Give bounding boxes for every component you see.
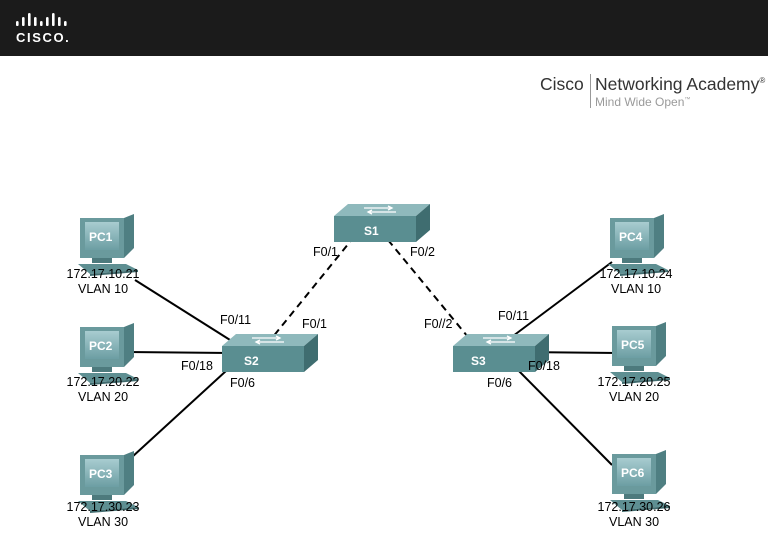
- port-s3-pc5: F0/18: [528, 359, 560, 373]
- pc4: PC4: [608, 214, 668, 276]
- pc4-vlan: VLAN 10: [611, 282, 661, 296]
- port-s2-pc1: F0/11: [220, 313, 251, 327]
- port-s2-pc2: F0/18: [181, 359, 213, 373]
- pc6-vlan: VLAN 30: [609, 515, 659, 529]
- pc1-vlan: VLAN 10: [78, 282, 128, 296]
- cisco-bridge-logo-icon: [16, 13, 67, 26]
- port-s2-uplink: F0/1: [302, 317, 327, 331]
- pc5: PC5: [610, 322, 670, 384]
- pc2-label: PC2: [89, 339, 113, 353]
- pc2-ip: 172.17.20.22: [67, 375, 140, 389]
- pc3-ip: 172.17.30.23: [67, 500, 140, 514]
- port-s1-left: F0/1: [313, 245, 338, 259]
- academy-registered-mark: ®: [759, 76, 766, 86]
- pc5-vlan: VLAN 20: [609, 390, 659, 404]
- academy-tagline-text: Mind Wide Open: [595, 95, 685, 109]
- pc3-label: PC3: [89, 467, 113, 481]
- pc5-label: PC5: [621, 338, 645, 352]
- port-s2-pc3: F0/6: [230, 376, 255, 390]
- link-s2-pc2: [124, 351, 231, 354]
- pc2: PC2: [78, 323, 138, 385]
- academy-brand: Cisco: [540, 74, 584, 94]
- pc2-vlan: VLAN 20: [78, 390, 128, 404]
- academy-tagline: Mind Wide Open™: [595, 95, 690, 109]
- switch-s2-label: S2: [244, 354, 259, 368]
- switch-s3: S3: [453, 334, 549, 373]
- pc6-ip: 172.17.30.26: [598, 500, 671, 514]
- link-s3-pc6: [509, 361, 613, 466]
- port-s3-pc4: F0/11: [498, 309, 529, 323]
- academy-trademark-mark: ™: [684, 97, 691, 103]
- port-s3-uplink: F0//2: [424, 317, 453, 331]
- switch-icon: [222, 334, 318, 373]
- header-bar: CISCO.: [0, 0, 768, 56]
- link-s2-pc3: [119, 359, 239, 469]
- pc5-ip: 172.17.20.25: [598, 375, 671, 389]
- networking-academy-logo: Cisco Networking Academy® Mind Wide Open…: [540, 72, 765, 112]
- academy-name: Networking Academy®: [595, 74, 765, 95]
- switch-s1-label: S1: [364, 224, 379, 238]
- pc3: PC3: [78, 451, 138, 513]
- switch-s2: S2: [222, 334, 318, 373]
- link-s3-pc4: [512, 261, 613, 337]
- port-s3-pc6: F0/6: [487, 376, 512, 390]
- academy-divider: [590, 74, 591, 108]
- link-s2-pc1: [134, 279, 239, 346]
- port-s1-right: F0/2: [410, 245, 435, 259]
- pc1-label: PC1: [89, 230, 113, 244]
- pc6-label: PC6: [621, 466, 645, 480]
- pc4-ip: 172.17.10.24: [600, 267, 673, 281]
- pc-addresses: 172.17.10.21 VLAN 10 172.17.20.22 VLAN 2…: [67, 267, 673, 529]
- pc1-ip: 172.17.10.21: [67, 267, 140, 281]
- academy-name-text: Networking Academy: [595, 74, 760, 94]
- pc6: PC6: [610, 450, 670, 512]
- cisco-logo: CISCO.: [14, 12, 74, 46]
- switch-s3-label: S3: [471, 354, 486, 368]
- pc4-label: PC4: [619, 230, 643, 244]
- port-labels: F0/1 F0/2 F0/1 F0/11 F0/18 F0/6 F0//2 F0…: [181, 245, 560, 390]
- switch-s1: S1: [334, 204, 430, 243]
- pc3-vlan: VLAN 30: [78, 515, 128, 529]
- cisco-wordmark: CISCO.: [16, 30, 71, 45]
- pc1: PC1: [78, 214, 138, 276]
- link-s1-s3: [387, 239, 469, 338]
- switch-icon: [334, 204, 430, 243]
